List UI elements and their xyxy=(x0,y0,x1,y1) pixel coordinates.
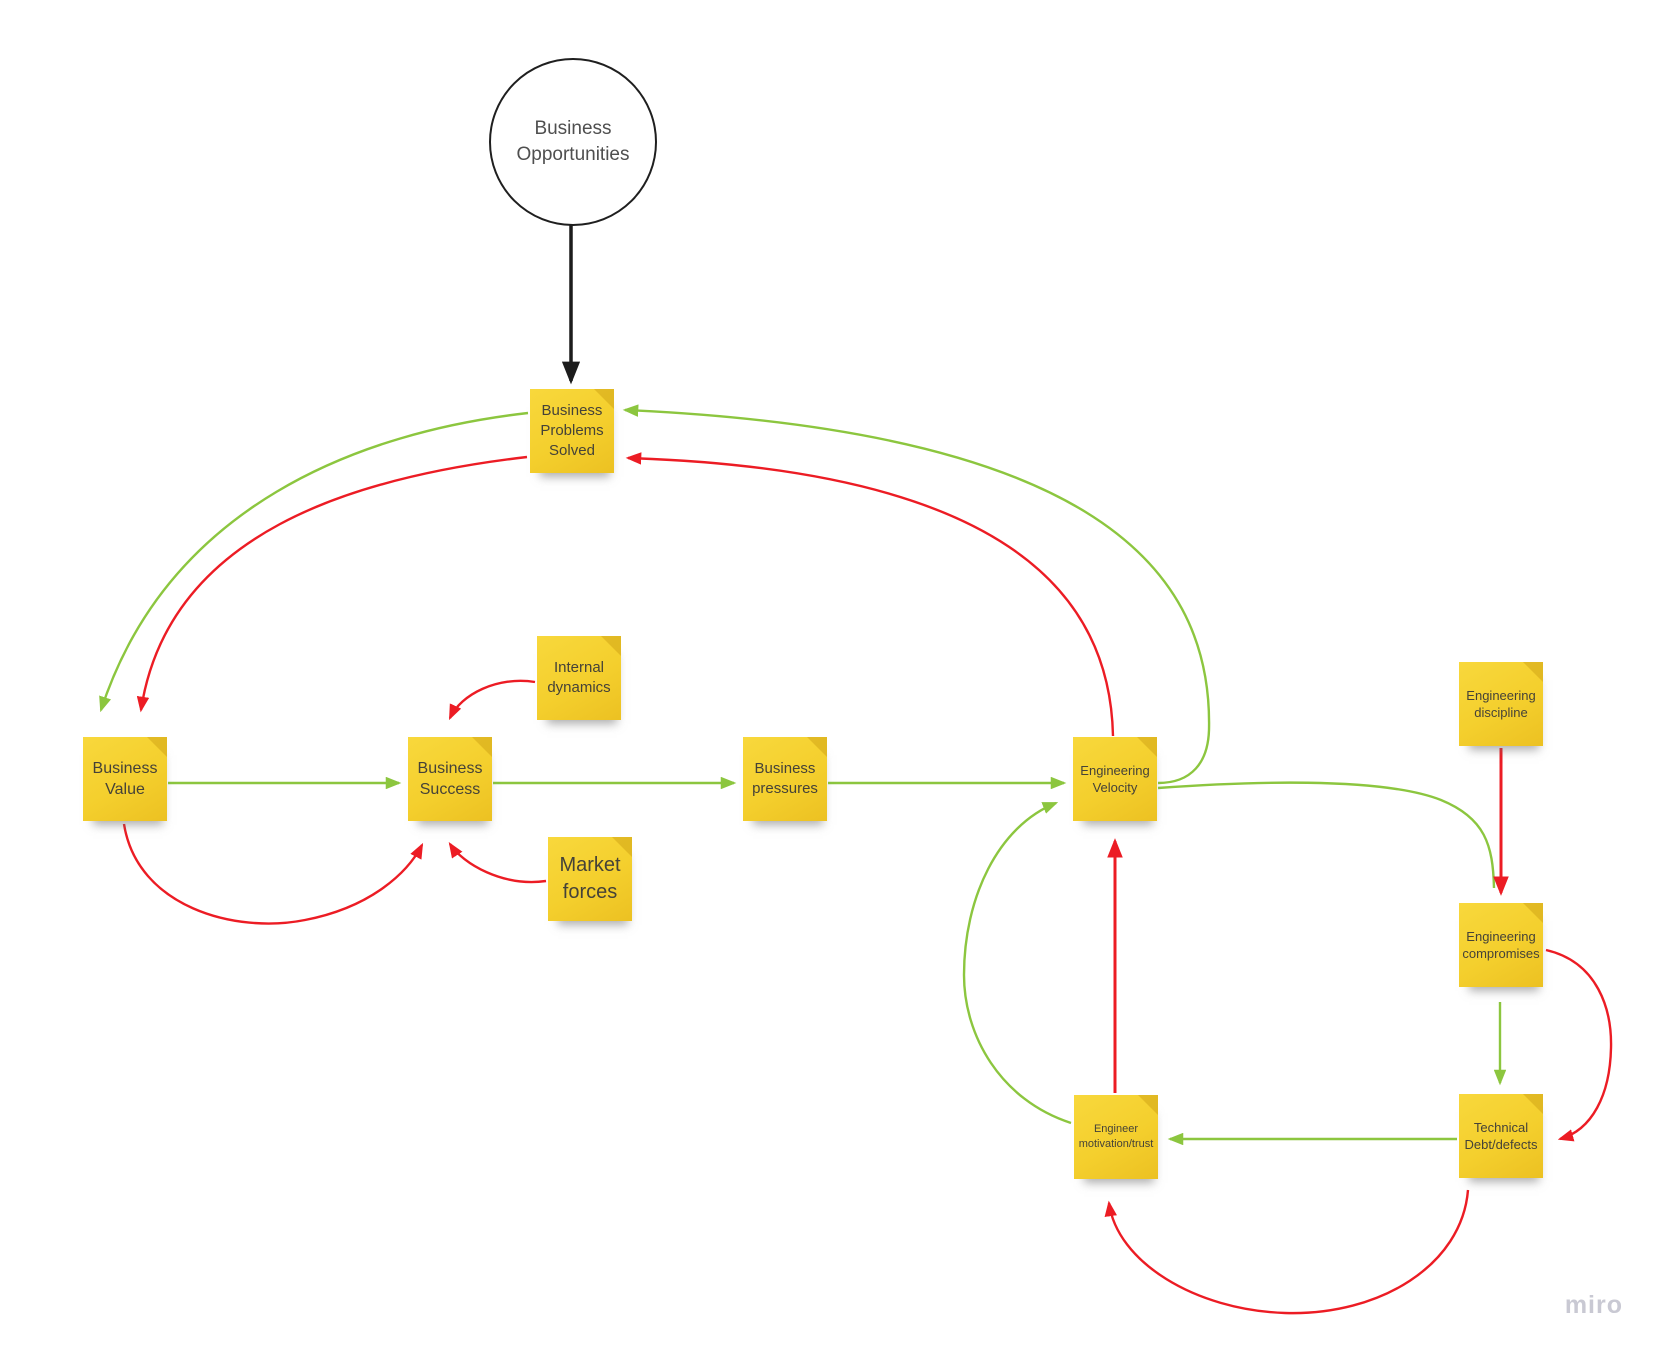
edge-engineering-compromises-to-technical-debt-red[interactable] xyxy=(1545,948,1613,1142)
node-engineer-motivation-trust[interactable]: Engineer motivation/trust xyxy=(1074,1095,1158,1179)
node-internal-dynamics[interactable]: Internal dynamics xyxy=(537,636,621,720)
node-label: Business Opportunities xyxy=(516,117,630,165)
node-label: Business Success xyxy=(417,759,483,798)
node-label: Market forces xyxy=(559,854,621,903)
edge-problems-solved-to-business-value-red[interactable] xyxy=(136,455,528,713)
node-engineering-velocity[interactable]: Engineering Velocity xyxy=(1073,737,1157,821)
miro-watermark: miro xyxy=(1564,1291,1623,1319)
node-business-success[interactable]: Business Success xyxy=(408,737,492,821)
edge-internal-dynamics-to-business-success[interactable] xyxy=(448,679,536,721)
node-market-forces[interactable]: Market forces xyxy=(548,837,632,921)
edge-business-value-to-business-success-red[interactable] xyxy=(122,823,424,925)
node-label: Engineer motivation/trust xyxy=(1078,1123,1154,1150)
node-business-pressures[interactable]: Business pressures xyxy=(743,737,827,821)
node-label: Engineering Velocity xyxy=(1080,762,1150,795)
node-business-opportunities[interactable]: Business Opportunities xyxy=(489,58,657,226)
edge-engineering-velocity-to-problems-solved-red[interactable] xyxy=(625,452,1115,737)
node-engineering-discipline[interactable]: Engineering discipline xyxy=(1459,662,1543,746)
node-business-problems-solved[interactable]: Business Problems Solved xyxy=(530,389,614,473)
node-label: Business Value xyxy=(92,759,158,798)
node-label: Internal dynamics xyxy=(547,659,611,696)
node-technical-debt-defects[interactable]: Technical Debt/defects xyxy=(1459,1094,1543,1178)
node-label: Technical Debt/defects xyxy=(1464,1119,1538,1152)
edge-engineering-velocity-to-engineering-compromises[interactable] xyxy=(1157,781,1496,889)
node-business-value[interactable]: Business Value xyxy=(83,737,167,821)
edge-technical-debt-to-engineer-motivation-red[interactable] xyxy=(1104,1189,1470,1315)
node-label: Business Problems Solved xyxy=(540,402,604,459)
edge-problems-solved-to-business-value-green[interactable] xyxy=(99,411,529,713)
node-label: Engineering compromises xyxy=(1462,928,1540,961)
node-label: Business pressures xyxy=(752,760,818,797)
edge-engineer-motivation-to-engineering-velocity-green[interactable] xyxy=(962,801,1072,1125)
edge-market-forces-to-business-success[interactable] xyxy=(448,842,547,884)
node-label: Engineering discipline xyxy=(1466,687,1536,720)
node-engineering-compromises[interactable]: Engineering compromises xyxy=(1459,903,1543,987)
edge-engineering-velocity-to-problems-solved-green[interactable] xyxy=(622,404,1211,785)
